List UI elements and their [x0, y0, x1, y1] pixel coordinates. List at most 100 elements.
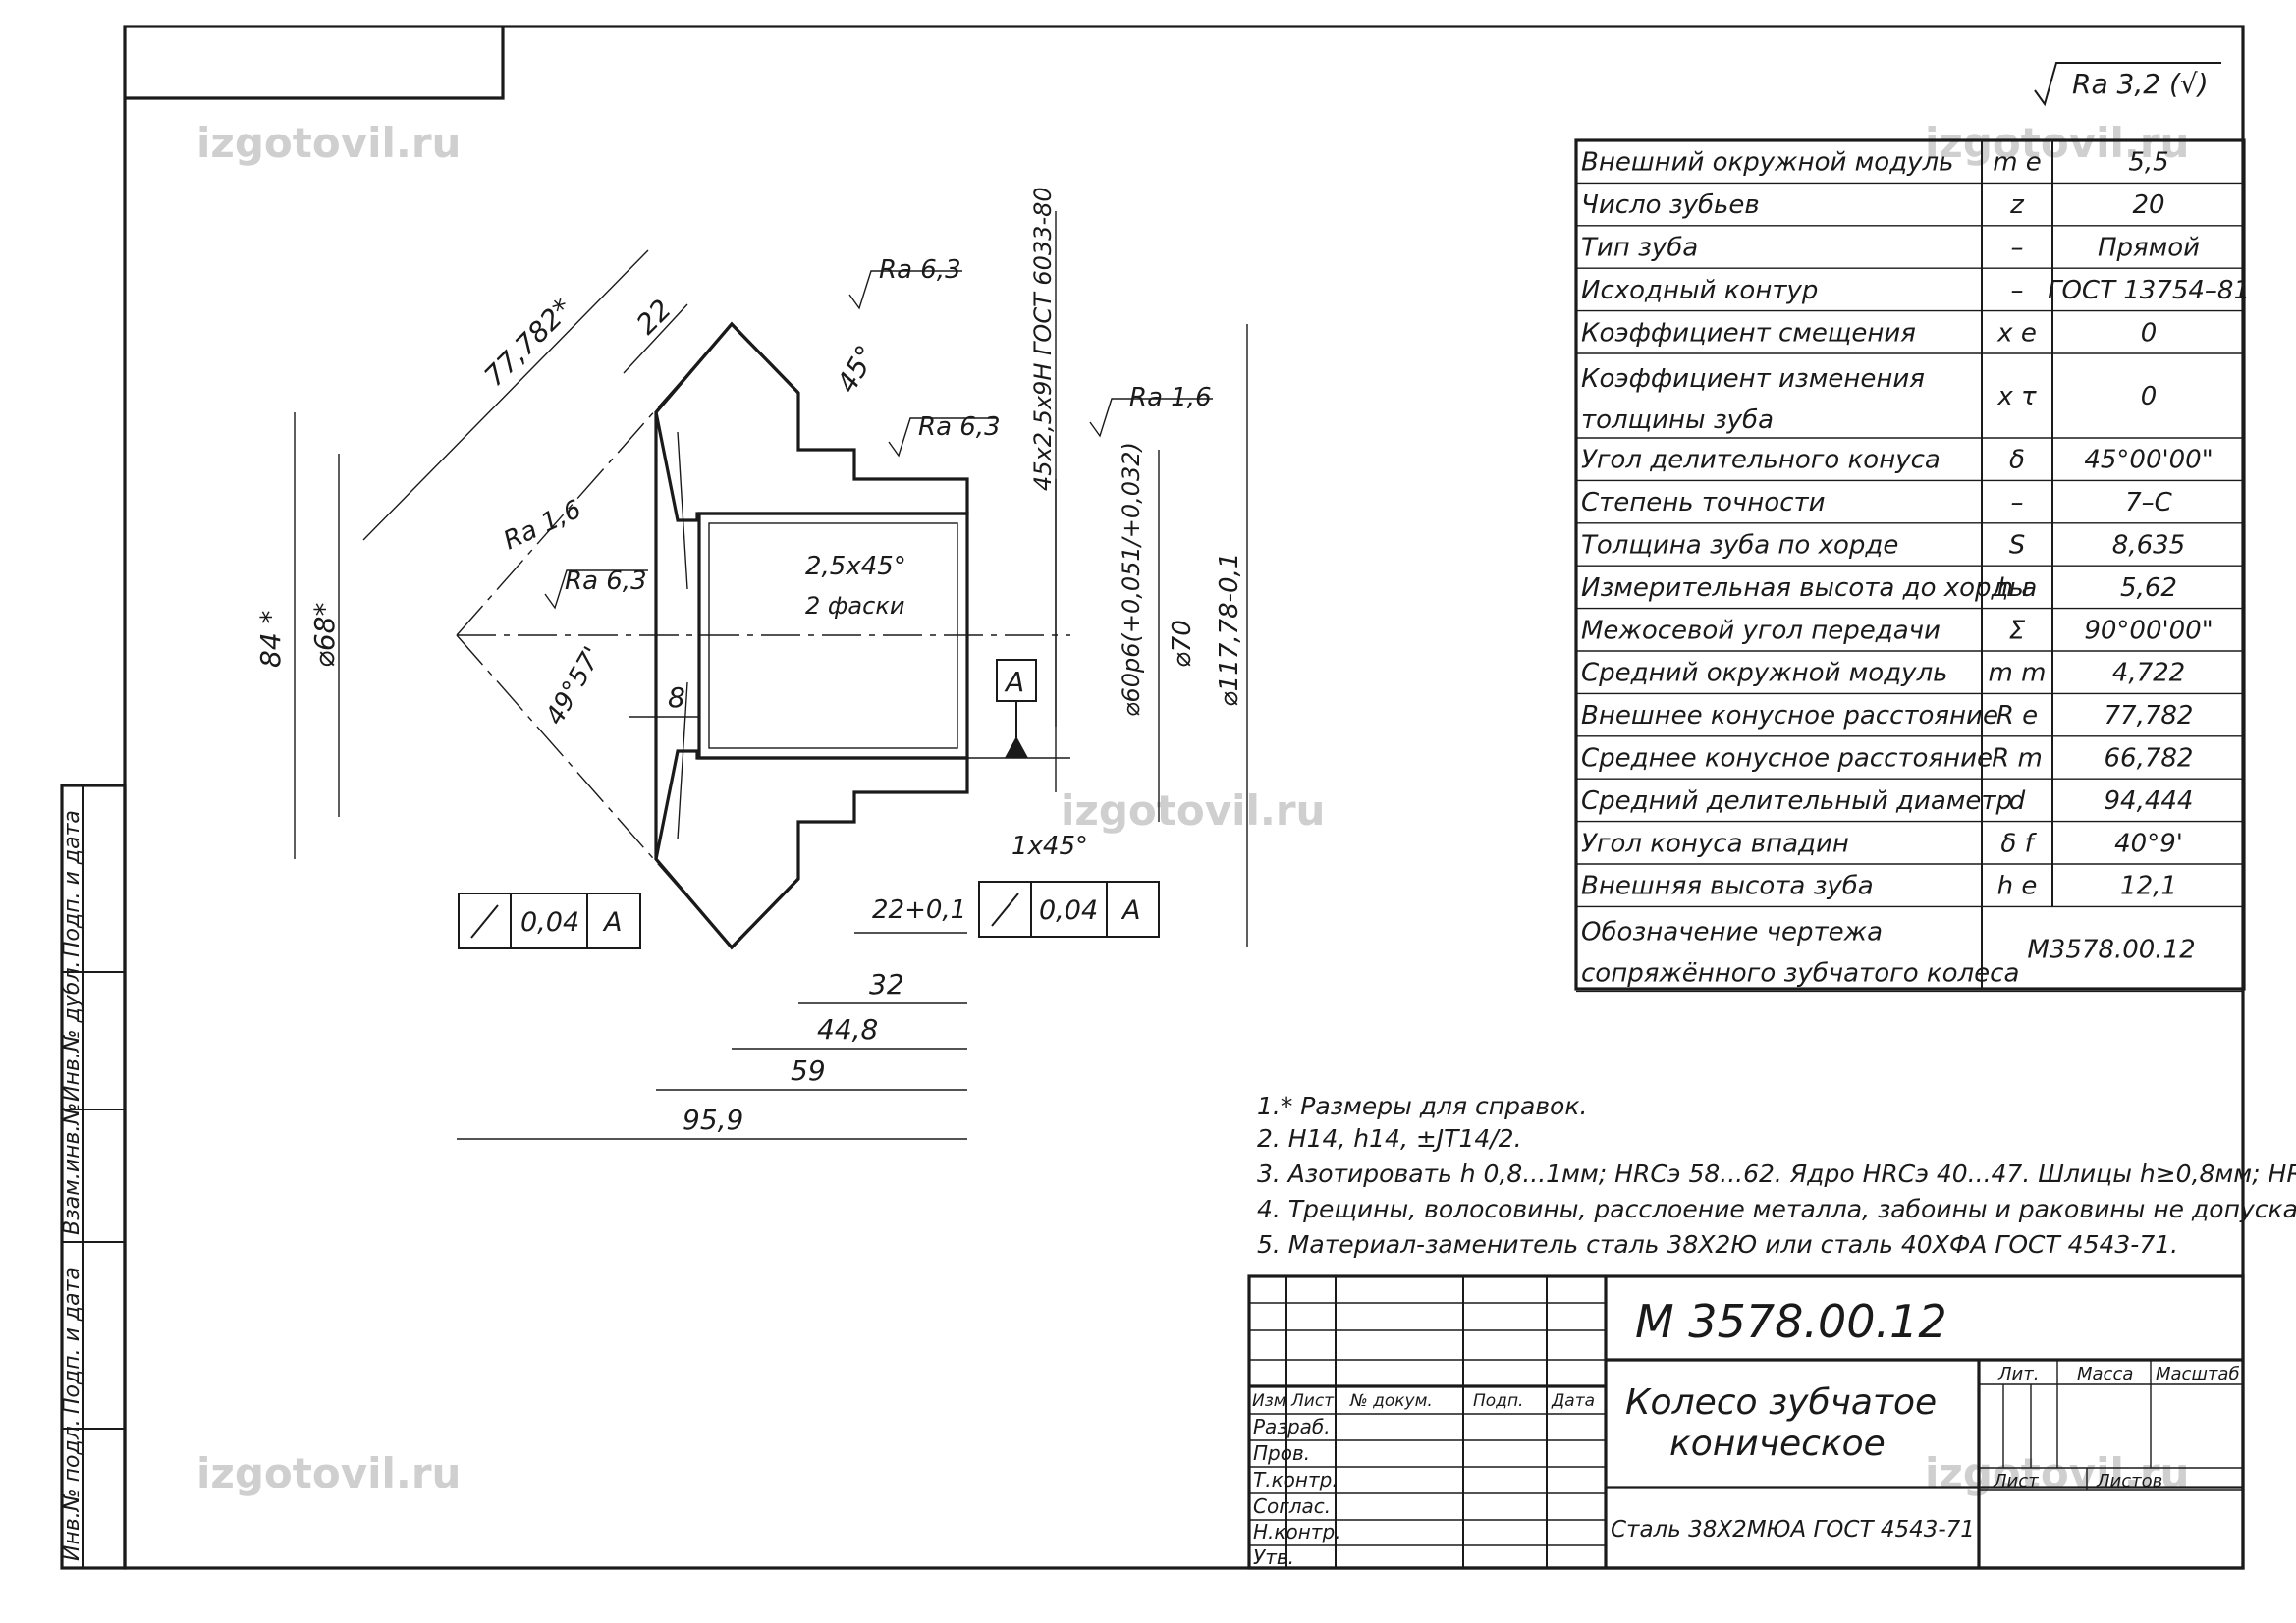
param-name: Средний делительный диаметр	[1581, 786, 2012, 816]
dim-text: 1x45°	[1011, 832, 1088, 861]
param-name: Внешняя высота зуба	[1581, 872, 1874, 901]
param-name: Средний окружной модуль	[1581, 659, 1948, 688]
param-value: 8,635	[2112, 531, 2185, 561]
note-line: 5. Материал-заменитель сталь 38Х2Ю или с…	[1257, 1230, 2178, 1259]
material-text: Сталь 38Х2МЮА ГОСТ 4543-71	[1611, 1517, 1975, 1542]
datum-a-label: A	[1004, 666, 1024, 698]
param-name: Обозначение чертежа	[1581, 917, 1883, 947]
param-symbol: h a	[1997, 573, 2038, 603]
dim-text: 22+0,1	[872, 895, 966, 925]
param-name: Измерительная высота до хорды	[1581, 573, 2029, 603]
dim-text: 2,5x45°	[805, 552, 906, 581]
param-name: Толщина зуба по хорде	[1581, 531, 1898, 561]
param-symbol: –	[2011, 234, 2024, 263]
params-table-frame	[1574, 138, 2246, 991]
title-row-label: Т.контр.	[1253, 1468, 1339, 1491]
cone-line	[456, 634, 733, 948]
dim-line-77	[362, 249, 649, 541]
dim-text: Ra 1,6	[1129, 383, 1212, 412]
dim-text: 32	[869, 968, 904, 1001]
param-name-cont: сопряжённого зубчатого колеса	[1581, 958, 2019, 988]
param-value: 77,782	[2105, 701, 2194, 730]
note-line: 1.* Размеры для справок.	[1257, 1092, 1587, 1120]
param-value: 90°00'00"	[2084, 616, 2213, 645]
runout-icon	[470, 904, 499, 939]
param-symbol: m m	[1989, 659, 2047, 688]
tolerance-frame	[458, 893, 641, 949]
dim-text: Ra 6,3	[918, 412, 1001, 442]
technical-notes: 1.* Размеры для справок. 2. H14, h14, ±J…	[1257, 1092, 2296, 1259]
param-symbol: –	[2011, 488, 2024, 517]
tolerance-frame-left: 0,04 A	[458, 893, 641, 949]
note-line: 2. H14, h14, ±JT14/2.	[1257, 1124, 1522, 1153]
param-name: Число зубьев	[1581, 190, 1760, 220]
roughness-general-text: Ra 3,2 (√)	[2072, 68, 2209, 100]
title-row-label: Пров.	[1253, 1441, 1310, 1465]
title-block-frame	[1247, 1274, 2245, 1570]
general-roughness: Ra 3,2 (√)	[2034, 62, 2221, 107]
param-value: 5,62	[2120, 573, 2177, 603]
title-row-label: Разраб.	[1253, 1415, 1331, 1438]
title-col-label: Лист	[1290, 1391, 1335, 1411]
runout-icon	[991, 893, 1019, 927]
watermark-text: izgotovil.ru	[1061, 786, 1325, 835]
param-name: Угол делительного конуса	[1581, 446, 1941, 475]
param-value: 20	[2132, 190, 2164, 220]
param-value: 45°00'00"	[2084, 446, 2213, 475]
roughness-symbol	[848, 270, 962, 310]
tooth-inner-line	[677, 681, 688, 840]
title-row-label: Утв.	[1253, 1545, 1294, 1569]
param-symbol: Σ	[2009, 616, 2026, 645]
title-col-label: Дата	[1551, 1391, 1595, 1411]
param-name: Исходный контур	[1581, 276, 1818, 305]
title-row-label: Н.контр.	[1253, 1520, 1341, 1543]
massa-label: Масса	[2077, 1364, 2133, 1384]
tolerance-frame	[978, 881, 1160, 938]
dim-text: 59	[791, 1055, 826, 1087]
dim-text: Ra 6,3	[565, 567, 647, 596]
roughness-symbol	[2034, 62, 2221, 107]
listov-label: Листов	[2096, 1471, 2162, 1491]
watermark-text: izgotovil.ru	[196, 119, 461, 167]
side-label: Инв.№ дубл.	[60, 960, 84, 1102]
tolerance-frame-right: 0,04 A	[978, 881, 1160, 938]
roughness-symbol	[888, 417, 997, 458]
param-name: Степень точности	[1581, 488, 1826, 517]
param-value: M3578.00.12	[2027, 935, 2195, 964]
tolerance-datum: A	[1121, 895, 1140, 926]
side-label: Взам.инв.№	[60, 1103, 84, 1235]
dim-text: ⌀117,78-0,1	[1215, 553, 1244, 707]
masshtab-label: Масштаб	[2156, 1364, 2240, 1384]
tooth-inner-line	[677, 431, 688, 590]
param-value: ГОСТ 13754–81	[2048, 276, 2250, 305]
side-label: Инв.№ подл.	[60, 1419, 84, 1561]
param-symbol: δ f	[2000, 829, 2037, 858]
param-value: 5,5	[2128, 148, 2168, 178]
title-row-label: Соглас.	[1253, 1494, 1331, 1518]
param-symbol: z	[2009, 190, 2025, 220]
list-label: Лист	[1993, 1471, 2039, 1491]
side-label: Подп. и дата	[60, 810, 84, 957]
roughness-symbol	[544, 569, 648, 610]
side-strip-frame	[60, 784, 127, 1570]
gear-section-view: 77,782* 22 45° 45x2,5x9H ГОСТ 6033-80 Ra…	[254, 187, 1248, 1140]
dim-text: 77,782*	[478, 292, 579, 393]
param-symbol: m e	[1993, 148, 2042, 178]
tolerance-datum: A	[602, 907, 622, 938]
param-value: 94,444	[2105, 786, 2194, 816]
tooth-lower	[654, 857, 800, 950]
watermark-text: izgotovil.ru	[196, 1449, 461, 1497]
tooth-upper	[654, 321, 800, 414]
param-symbol: δ	[2009, 446, 2025, 475]
side-label: Подп. и дата	[60, 1267, 84, 1414]
drawing-designation: М 3578.00.12	[1635, 1295, 1947, 1348]
dim-line-22	[623, 303, 688, 374]
param-symbol: d	[2009, 786, 2026, 816]
param-value: 0	[2141, 318, 2158, 348]
title-block: Изм Лист № докум. Подп. Дата Разраб. Про…	[1247, 1274, 2245, 1570]
tolerance-value: 0,04	[520, 907, 579, 938]
param-value: 40°9'	[2114, 829, 2183, 858]
